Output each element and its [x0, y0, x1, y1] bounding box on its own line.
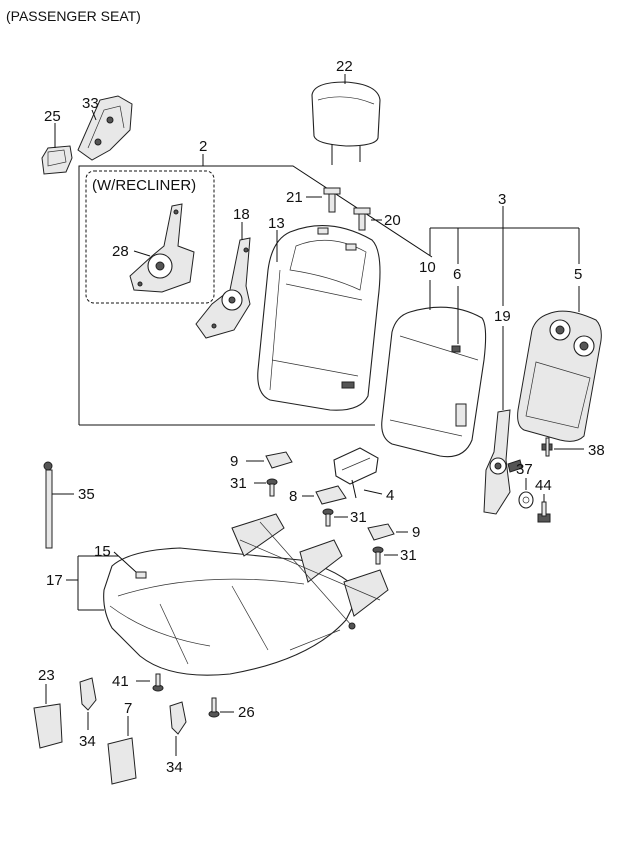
clip-34-b-part: [169, 701, 187, 735]
diagram-title: (PASSENGER SEAT): [6, 8, 141, 24]
headrest-guide-part: [323, 187, 371, 231]
screw-31-b-part: [322, 508, 334, 527]
cover-7-part: [107, 737, 137, 785]
seat-frame-part: [231, 513, 389, 651]
callout-6: 6: [453, 266, 461, 283]
callout-34-b: 34: [166, 759, 183, 776]
callout-17: 17: [46, 572, 63, 589]
callout-33: 33: [82, 95, 99, 112]
recliner-cover-part: [77, 95, 133, 161]
headrest-part: [311, 81, 381, 165]
callout-31-c: 31: [400, 547, 417, 564]
washer-37-part: [518, 491, 534, 509]
callout-20: 20: [384, 212, 401, 229]
callout-34-a: 34: [79, 733, 96, 750]
callout-7: 7: [124, 700, 132, 717]
callout-31-a: 31: [230, 475, 247, 492]
clip-34-a-part: [79, 677, 97, 711]
callout-labels: 22 25 33 2 21 20 18 13 28 3 10 6 5 19 38…: [38, 58, 605, 776]
screw-31-a-part: [266, 478, 278, 497]
callout-10: 10: [419, 259, 436, 276]
group-3-leader: [429, 206, 580, 306]
recliner-mechanism-part: [129, 203, 195, 293]
callout-22: 22: [336, 58, 353, 75]
callout-25: 25: [44, 108, 61, 125]
seat-cushion-part: [103, 547, 361, 676]
callout-13: 13: [268, 215, 285, 232]
callout-31-b: 31: [350, 509, 367, 526]
seat-17-bracket: [66, 555, 118, 611]
callout-37: 37: [516, 461, 533, 478]
screw-31-c-part: [372, 546, 384, 565]
callout-21: 21: [286, 189, 303, 206]
callout-2: 2: [199, 138, 207, 155]
callout-35: 35: [78, 486, 95, 503]
recliner-option-box: (W/RECLINER): [85, 170, 215, 304]
callout-5: 5: [574, 266, 582, 283]
recliner-option-label: (W/RECLINER): [92, 177, 196, 194]
callout-3: 3: [498, 191, 506, 208]
callout-8: 8: [289, 488, 297, 505]
callout-23: 23: [38, 667, 55, 684]
cover-23-part: [33, 703, 63, 749]
callout-15: 15: [94, 543, 111, 560]
rear-hinge-part: [483, 409, 523, 515]
seatback-cushion-part: [381, 306, 487, 458]
callout-19: 19: [494, 308, 511, 325]
knob-part: [41, 145, 73, 175]
clip-9-lower-part: [367, 523, 395, 541]
bracket-4-part: [333, 447, 379, 499]
callout-18: 18: [233, 206, 250, 223]
seatback-part: [257, 225, 381, 411]
callout-41: 41: [112, 673, 129, 690]
strap-35-part: [43, 461, 53, 549]
clip-9-upper-part: [265, 451, 293, 469]
callout-38: 38: [588, 442, 605, 459]
seatback-hinge-part: [195, 237, 251, 339]
callout-26: 26: [238, 704, 255, 721]
bolt-26-part: [208, 697, 220, 718]
callout-4: 4: [386, 487, 394, 504]
callout-9-upper: 9: [230, 453, 238, 470]
callout-9-lower: 9: [412, 524, 420, 541]
bolt-41-part: [152, 673, 164, 692]
bolt-44-part: [537, 501, 551, 523]
callout-28: 28: [112, 243, 129, 260]
bolt-38-part: [541, 437, 553, 457]
back-panel-part: [517, 310, 602, 442]
clip-8-part: [315, 485, 347, 505]
callout-44: 44: [535, 477, 552, 494]
